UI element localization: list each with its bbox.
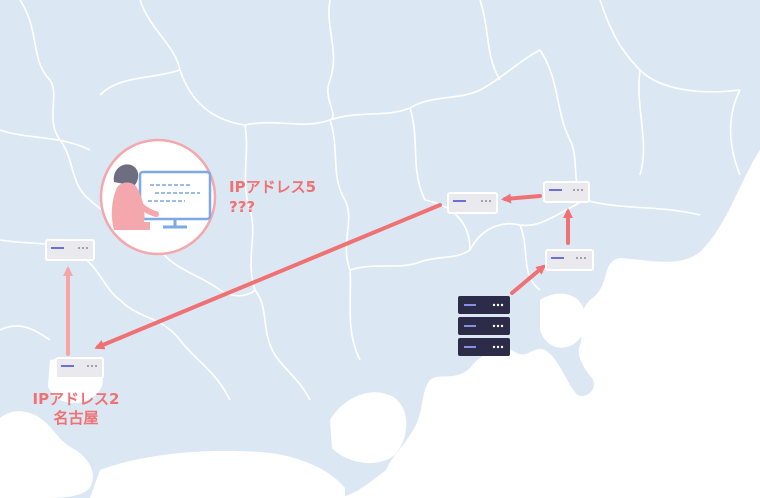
network-device-icon: [545, 249, 594, 271]
sea-bay-south: [90, 450, 345, 498]
sea-bay-tokyo: [540, 293, 586, 348]
arrow-device-c-to-nagoya: [94, 203, 442, 350]
server-rack-icon: [458, 296, 510, 356]
network-device-icon: [447, 192, 498, 214]
arrow-server-to-device-a: [510, 264, 547, 295]
network-device-icon: [45, 239, 95, 261]
route-arrows: [63, 193, 573, 356]
person-computer-icon: [99, 138, 217, 256]
nagoya-ip-label: IPアドレス2: [32, 390, 120, 408]
prefecture-borders: [0, 0, 741, 401]
hidden-ip-label: IPアドレス5: [229, 178, 317, 196]
network-device-icon: [55, 357, 104, 379]
sea-area: [340, 150, 760, 498]
sea-bay-left: [0, 411, 93, 498]
sea-inlet-1: [330, 392, 407, 464]
hidden-unknown-label: ???: [229, 198, 256, 216]
network-device-icon: [543, 181, 590, 203]
nagoya-city-label: 名古屋: [53, 409, 99, 427]
arrow-device-b-to-device-c: [501, 193, 542, 204]
